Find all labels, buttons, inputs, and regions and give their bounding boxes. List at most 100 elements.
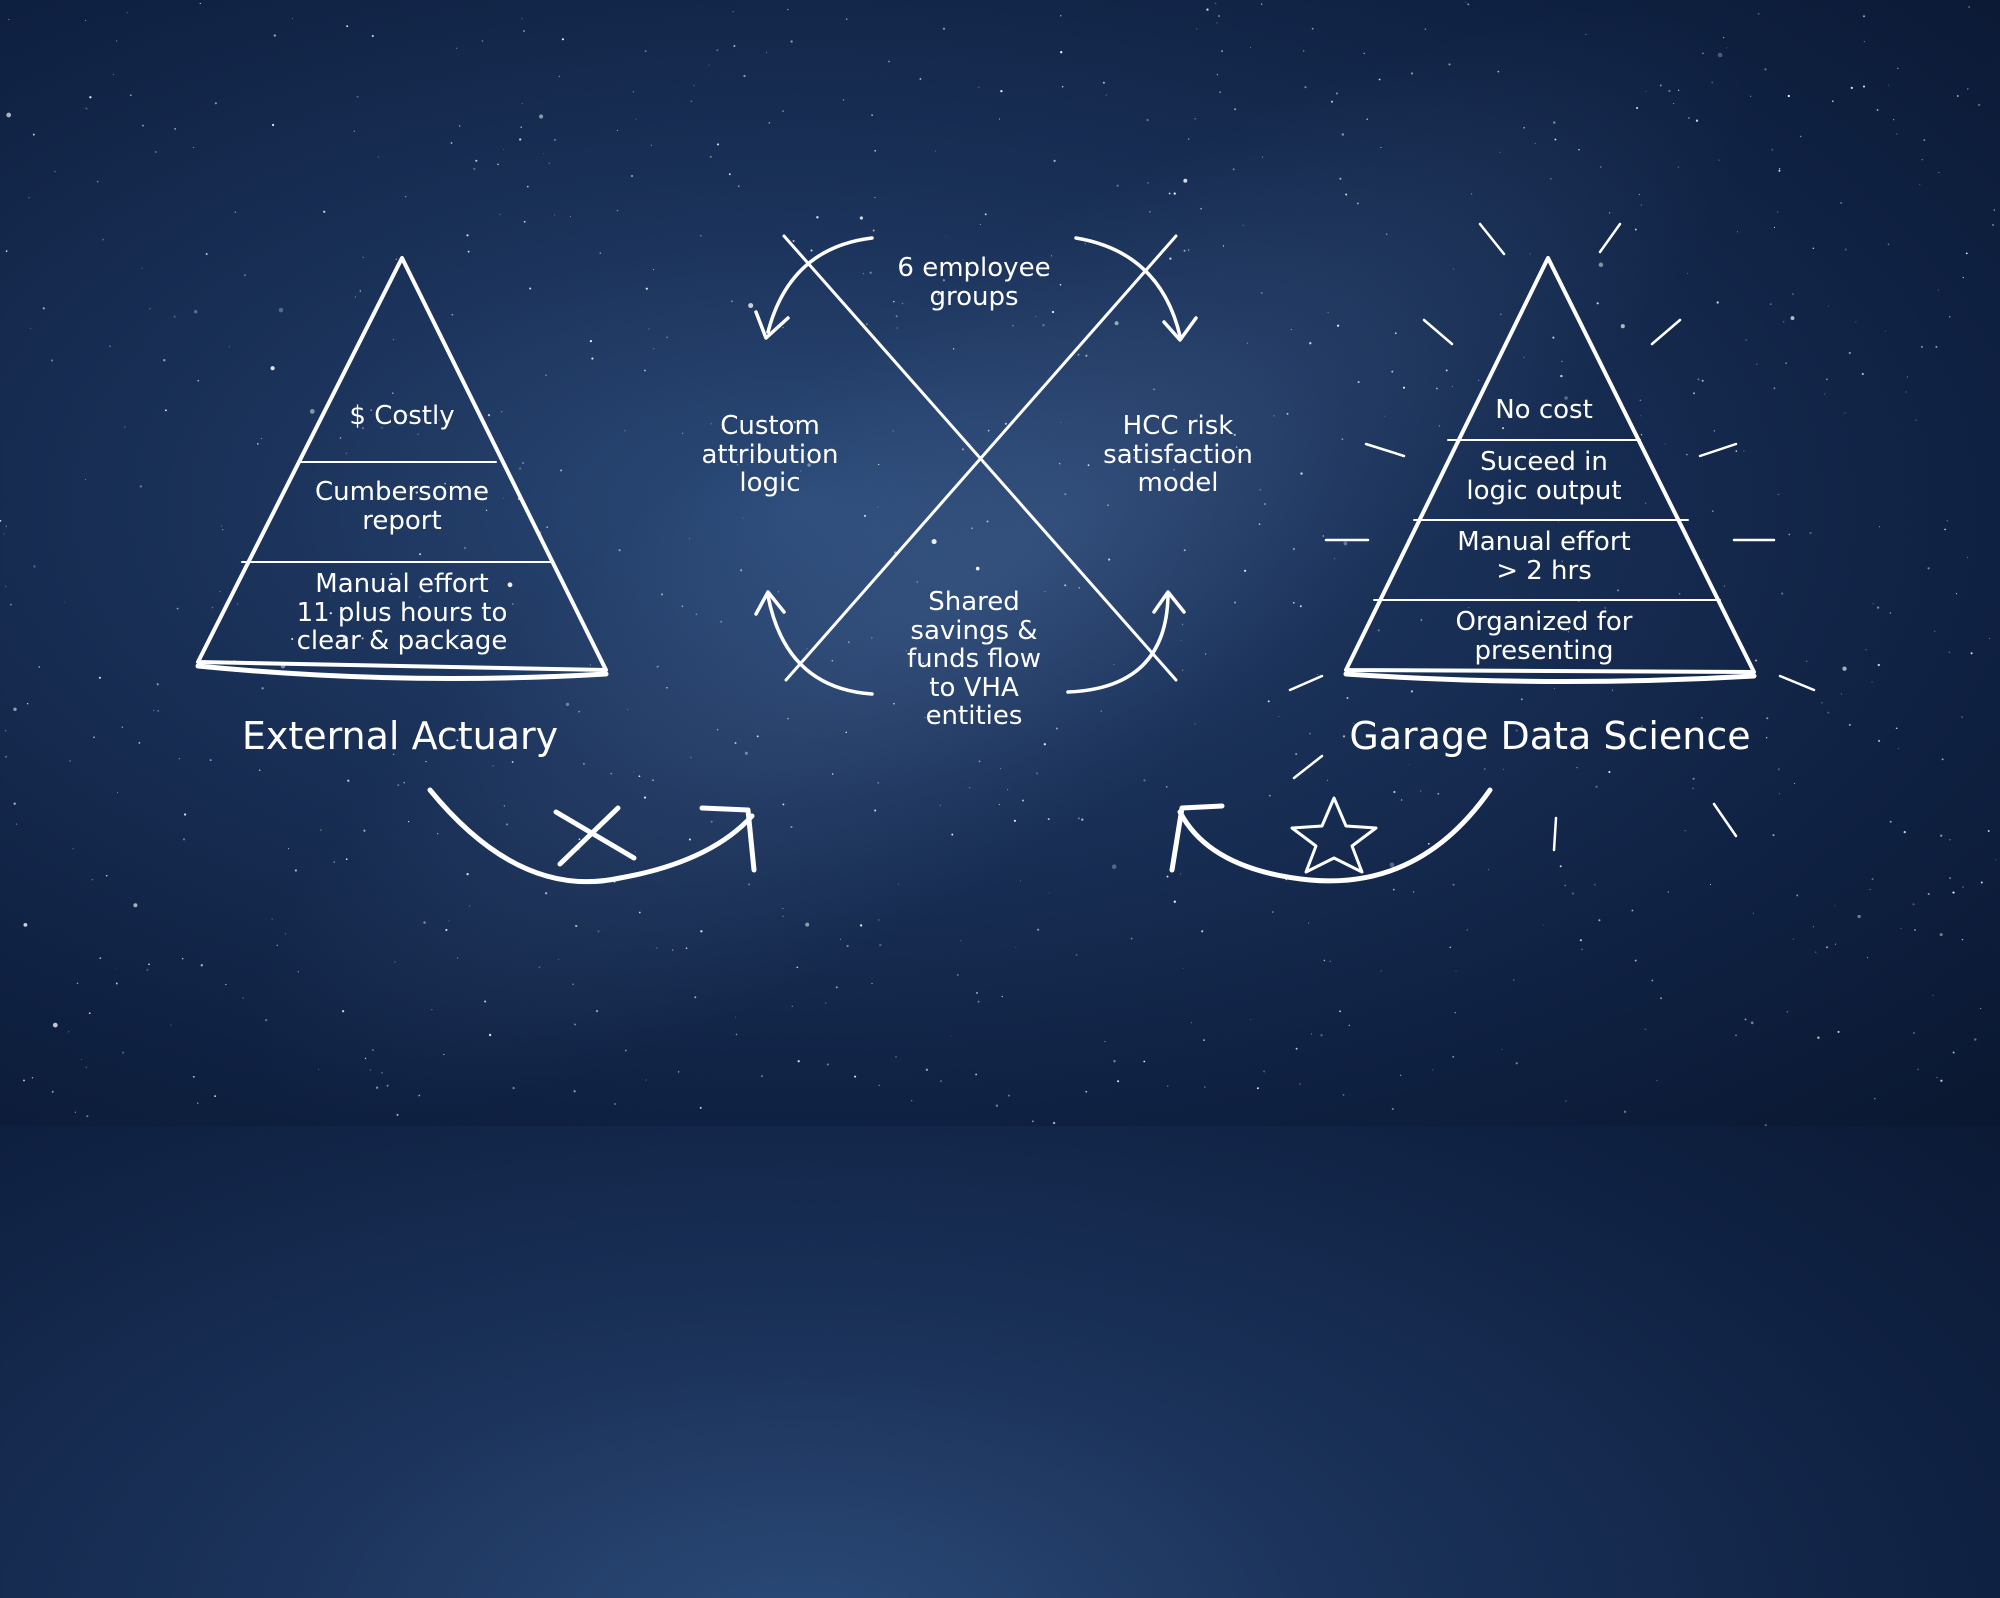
star-dot — [1204, 1086, 1206, 1088]
star-dot — [1876, 606, 1880, 609]
star-dot — [1993, 209, 1995, 211]
star-dot — [1799, 135, 1802, 138]
star-dot — [969, 787, 971, 789]
star-dot — [874, 150, 876, 152]
star-dot — [124, 426, 126, 428]
star-dot — [1342, 1093, 1345, 1096]
star-dot — [112, 73, 114, 75]
star-dot — [1639, 399, 1642, 402]
star-dot — [419, 553, 422, 556]
star-dot — [653, 348, 655, 350]
star-dot — [448, 920, 450, 922]
star-dot — [1600, 166, 1602, 168]
star-dot — [1578, 148, 1580, 151]
star-dot — [182, 958, 184, 960]
star-dot — [978, 86, 980, 88]
star-dot — [538, 966, 541, 969]
star-dot — [1677, 89, 1680, 91]
star-dot — [911, 1100, 913, 1102]
star-dot — [1153, 388, 1155, 390]
star-dot — [810, 249, 813, 252]
star-dot — [200, 964, 203, 967]
star-dot — [193, 146, 195, 148]
star-dot — [1850, 86, 1853, 90]
star-dot — [845, 731, 847, 734]
star-dot — [1565, 1100, 1567, 1102]
star-dot — [1790, 316, 1795, 321]
star-dot — [656, 666, 658, 668]
star-dot — [225, 983, 227, 986]
star-dot — [1206, 8, 1209, 11]
right-pyramid-level-4: Organized for presenting — [1455, 607, 1633, 666]
star-dot — [288, 848, 290, 850]
star-dot — [1064, 493, 1067, 496]
star-dot — [5, 525, 7, 527]
star-dot — [32, 133, 35, 136]
star-dot — [1384, 415, 1386, 417]
star-dot — [1084, 243, 1086, 245]
star-dot — [507, 582, 513, 588]
star-dot — [1718, 159, 1720, 161]
star-dot — [1923, 139, 1926, 142]
star-dot — [1320, 1034, 1323, 1037]
star-dot — [1862, 85, 1866, 88]
star-dot — [782, 908, 784, 910]
star-dot — [381, 1072, 383, 1074]
star-dot — [1900, 927, 1902, 930]
star-dot — [99, 957, 102, 959]
star-dot — [1242, 224, 1244, 226]
star-dot — [1272, 911, 1274, 913]
star-dot — [1697, 378, 1700, 381]
star-dot — [371, 34, 374, 38]
star-dot — [64, 601, 66, 603]
sparkle-rays — [1288, 222, 1816, 852]
star-dot — [1554, 138, 1557, 141]
star-dot — [1660, 997, 1662, 1000]
star-dot — [1824, 393, 1826, 395]
star-dot — [1437, 792, 1440, 795]
star-dot — [183, 838, 185, 841]
star-dot — [877, 506, 879, 508]
star-dot — [88, 1012, 91, 1015]
star-dot — [1640, 434, 1643, 436]
star-dot — [1483, 767, 1486, 771]
star-dot — [146, 968, 149, 971]
star-dot — [1502, 427, 1504, 430]
star-dot — [1872, 603, 1874, 605]
star-dot — [656, 947, 658, 949]
star-dot — [1878, 526, 1880, 528]
star-dot — [475, 159, 478, 162]
star-dot — [689, 538, 691, 539]
star-dot — [1772, 834, 1775, 837]
star-dot — [1523, 126, 1526, 129]
star-dot — [1560, 651, 1562, 653]
star-dot — [618, 549, 621, 552]
star-dot — [1970, 652, 1973, 655]
star-dot — [86, 1115, 89, 1118]
star-dot — [1114, 321, 1119, 326]
star-dot — [743, 74, 746, 78]
star-dot — [521, 103, 523, 104]
star-dot — [1050, 255, 1052, 257]
star-dot — [1513, 979, 1515, 981]
star-dot — [671, 949, 674, 951]
star-dot — [677, 1071, 680, 1073]
star-dot — [1903, 830, 1906, 834]
star-dot — [1224, 449, 1226, 451]
star-dot — [418, 1094, 421, 1097]
star-dot — [1906, 376, 1908, 378]
star-dot — [1113, 664, 1115, 665]
star-dot — [443, 1053, 445, 1055]
star-dot — [710, 820, 713, 823]
star-dot — [1497, 70, 1500, 73]
star-dot — [862, 272, 865, 275]
star-dot — [635, 118, 637, 120]
star-dot — [542, 153, 544, 154]
star-dot — [791, 1005, 793, 1007]
star-dot — [650, 144, 652, 146]
star-dot — [1896, 133, 1898, 135]
star-dot — [1710, 884, 1711, 885]
star-dot — [1420, 790, 1422, 792]
star-dot — [1190, 1022, 1192, 1024]
star-dot — [1866, 957, 1868, 959]
